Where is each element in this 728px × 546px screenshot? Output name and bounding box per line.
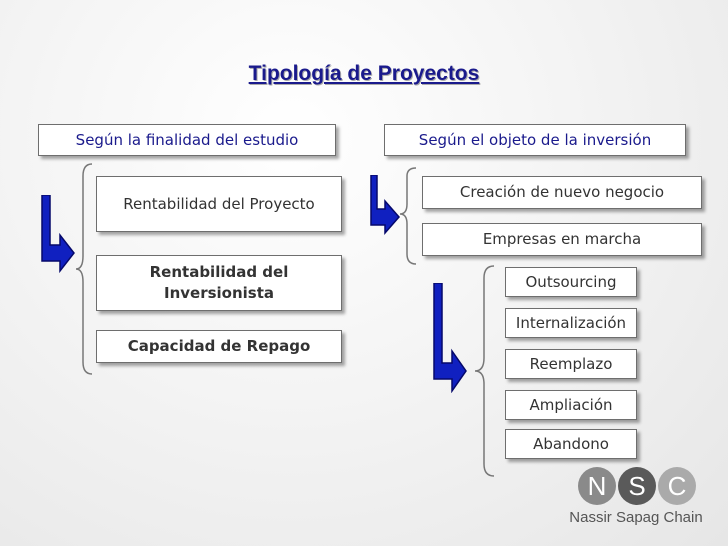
- left-header: Según la finalidad del estudio: [38, 124, 336, 156]
- left-item-capacidad-repago: Capacidad de Repago: [96, 330, 342, 363]
- left-item-rentabilidad-proyecto: Rentabilidad del Proyecto: [96, 176, 342, 232]
- right-brace-icon-2: [474, 265, 495, 477]
- left-item-rentabilidad-inversionista: Rentabilidad del Inversionista: [96, 255, 342, 311]
- nsc-logo: N S C Nassir Sapag Chain: [566, 467, 706, 529]
- right-brace-icon-1: [399, 167, 417, 265]
- right-header: Según el objeto de la inversión: [384, 124, 686, 156]
- subitem-abandono: Abandono: [505, 429, 637, 459]
- subitem-reemplazo: Reemplazo: [505, 349, 637, 379]
- right-arrow-icon-1: [370, 175, 400, 235]
- subitem-outsourcing: Outsourcing: [505, 267, 637, 297]
- right-arrow-icon-2: [433, 283, 467, 393]
- right-item-empresas-marcha: Empresas en marcha: [422, 223, 702, 256]
- right-item-creacion-negocio: Creación de nuevo negocio: [422, 176, 702, 209]
- logo-subtitle: Nassir Sapag Chain: [569, 509, 703, 526]
- subitem-ampliacion: Ampliación: [505, 390, 637, 420]
- logo-letter-n: N: [578, 467, 616, 505]
- down-right-arrow-icon: [41, 195, 75, 274]
- page-title: Tipología de Proyectos: [248, 62, 480, 85]
- logo-letter-c: C: [658, 467, 696, 505]
- left-brace-icon: [75, 163, 93, 375]
- subitem-internalizacion: Internalización: [505, 308, 637, 338]
- logo-letter-s: S: [618, 467, 656, 505]
